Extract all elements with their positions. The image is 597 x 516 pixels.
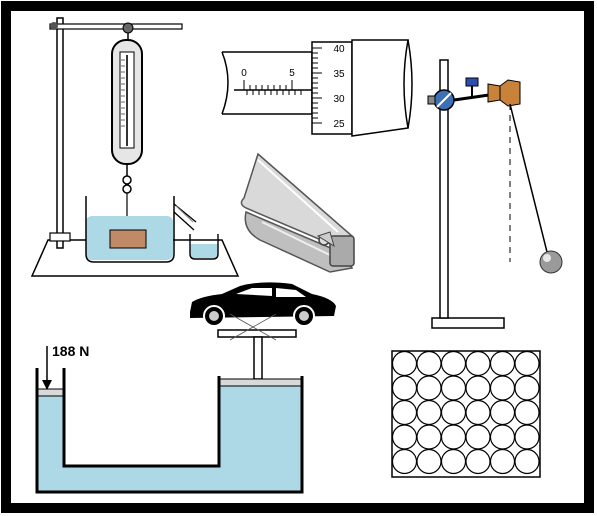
thimble-label-40: 40 — [333, 44, 345, 55]
grid-circle — [514, 424, 540, 450]
grid-circle — [440, 424, 467, 450]
force-label: 188 N — [52, 343, 89, 359]
clamp-screw — [465, 77, 479, 87]
clamp-jaws — [487, 79, 521, 107]
grid-circle — [489, 448, 516, 475]
stand-arm — [49, 23, 183, 30]
ratchet — [351, 39, 409, 137]
grid-circle — [391, 448, 418, 475]
catch-beaker — [189, 234, 219, 260]
stand-base — [431, 317, 505, 329]
spring-balance-setup — [30, 17, 240, 277]
pendulum-bob-icon — [539, 250, 563, 274]
base-plate — [30, 239, 240, 277]
grid-circle — [416, 350, 442, 377]
hydraulic-fluid — [37, 386, 302, 492]
grid-circle — [440, 375, 467, 401]
grid-circle — [514, 375, 540, 401]
grid-circle — [514, 399, 540, 426]
hydraulic-press: 188 N — [35, 282, 336, 494]
grid-circle — [489, 424, 516, 450]
micrometer-gauge: 0 5 40 35 30 25 — [221, 39, 413, 137]
grid-circle — [440, 448, 467, 475]
main-scale-label-0: 0 — [241, 68, 247, 79]
thimble-label-35: 35 — [333, 69, 345, 80]
pendulum-stand-rod — [439, 59, 449, 319]
grid-circle — [416, 448, 442, 475]
grid-circle — [465, 399, 491, 426]
thimble-label-30: 30 — [333, 94, 345, 105]
grid-circle — [514, 448, 540, 475]
grid-circle — [416, 399, 442, 426]
stand-rod — [56, 17, 64, 249]
grid-circle — [489, 350, 516, 377]
small-piston — [37, 388, 64, 397]
grid-circle — [489, 399, 516, 426]
grid-circle — [416, 424, 442, 450]
grid-circle — [465, 448, 491, 475]
packed-spheres-grid — [391, 350, 541, 478]
grid-circle — [465, 350, 491, 377]
car-platform — [217, 329, 297, 338]
grid-circle — [514, 350, 540, 377]
main-scale-label-5: 5 — [289, 68, 295, 79]
grid-circle — [416, 375, 442, 401]
pendulum-string — [509, 103, 549, 257]
large-piston — [219, 378, 302, 387]
grid-circle — [391, 350, 418, 377]
car-icon — [190, 282, 336, 327]
pendulum-setup — [427, 59, 563, 329]
grid-circle — [391, 375, 418, 401]
large-piston-rod — [253, 336, 263, 380]
press-inner-wall — [62, 368, 221, 468]
grid-circle — [440, 399, 467, 426]
overflow-beaker — [85, 196, 175, 263]
spring-balance-icon — [111, 33, 143, 194]
submerged-block — [109, 229, 147, 249]
grid-circle — [489, 375, 516, 401]
grid-circle — [391, 399, 418, 426]
grid-circle — [465, 375, 491, 401]
nail-clipper-icon — [240, 152, 355, 273]
press-outer-wall — [35, 368, 304, 494]
grid-circle — [440, 350, 467, 377]
grid-circle — [391, 424, 418, 450]
grid-circle — [465, 424, 491, 450]
thimble-label-25: 25 — [333, 119, 345, 130]
